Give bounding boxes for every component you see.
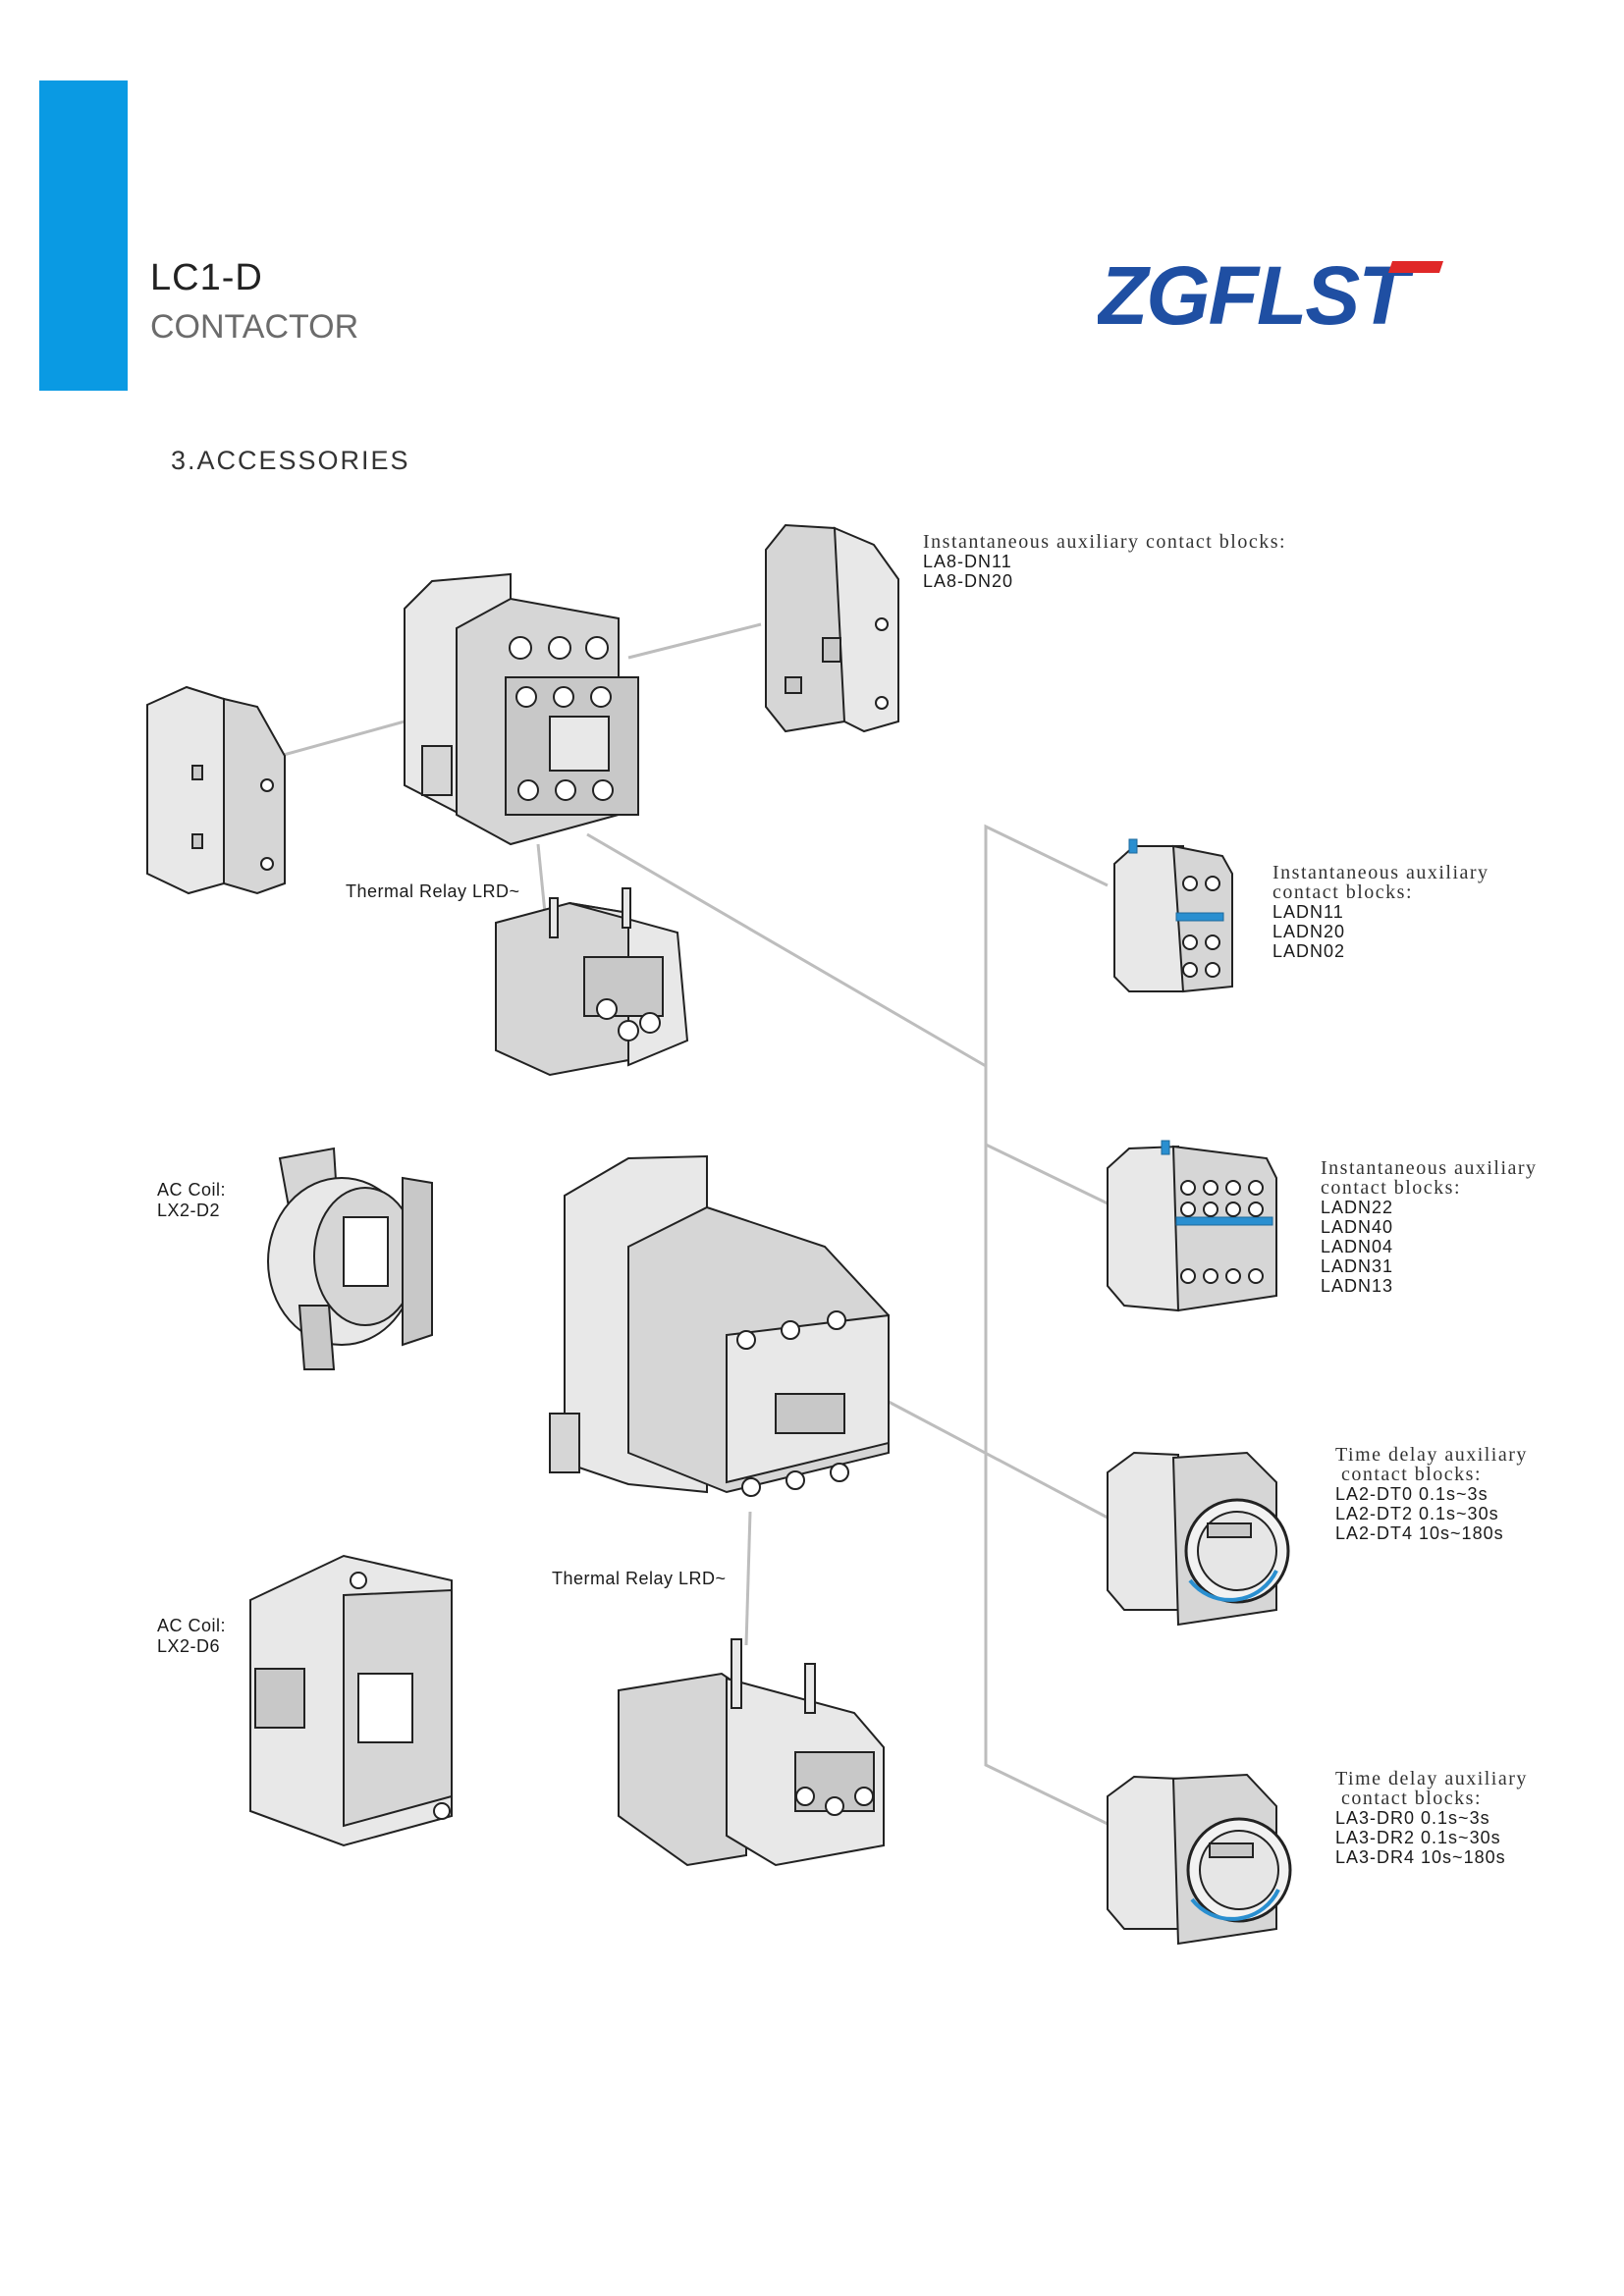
- la3-code: LA3-DR2 0.1s~30s: [1335, 1828, 1501, 1847]
- ladn-small-code: LADN20: [1272, 922, 1346, 941]
- ladn-small-heading: Instantaneous auxiliary: [1272, 862, 1489, 883]
- ac-coil-d6-heading: AC Coil:: [157, 1616, 227, 1635]
- section-title: 3.ACCESSORIES: [171, 446, 410, 475]
- ladn-small-label: Instantaneous auxiliary contact blocks: …: [1272, 863, 1489, 961]
- page-title: LC1-D: [150, 257, 263, 298]
- brand-logo-text: ZGFLST: [1098, 255, 1415, 336]
- ladn-large-code: LADN22: [1321, 1198, 1394, 1217]
- thermal-relay-label-2: Thermal Relay LRD~: [552, 1569, 727, 1588]
- ladn-large-code: LADN13: [1321, 1276, 1394, 1296]
- la8-label: Instantaneous auxiliary contact blocks: …: [923, 532, 1286, 591]
- la2-code: LA2-DT2 0.1s~30s: [1335, 1504, 1499, 1523]
- la3-heading: Time delay auxiliary: [1335, 1768, 1528, 1789]
- la3-time-delay-block: [1107, 1773, 1292, 1946]
- ac-coil-lx2-d2: [267, 1147, 433, 1370]
- la2-heading: Time delay auxiliary: [1335, 1444, 1528, 1466]
- small-contactor: [404, 572, 639, 846]
- brand-logo: ZGFLST: [1096, 249, 1443, 342]
- la8-code: LA8-DN20: [923, 571, 1014, 591]
- la8-side-block-left: [146, 685, 286, 895]
- connector-lines: [272, 622, 1109, 1826]
- ac-coil-lx2-d6: [249, 1554, 453, 1847]
- ac-coil-d2-heading: AC Coil:: [157, 1180, 227, 1200]
- la2-code: LA2-DT0 0.1s~3s: [1335, 1484, 1489, 1504]
- ladn-small-code: LADN11: [1272, 902, 1344, 922]
- ladn-large-heading: Instantaneous auxiliary: [1321, 1157, 1538, 1179]
- ladn-large-block: [1107, 1140, 1277, 1312]
- la3-code: LA3-DR0 0.1s~3s: [1335, 1808, 1490, 1828]
- ladn-large-code: LADN04: [1321, 1237, 1394, 1256]
- header-accent-bar: [39, 80, 128, 391]
- ladn-large-code: LADN40: [1321, 1217, 1394, 1237]
- la8-code: LA8-DN11: [923, 552, 1012, 571]
- thermal-relay-label-1: Thermal Relay LRD~: [346, 881, 520, 901]
- la2-label: Time delay auxiliary contact blocks: LA2…: [1335, 1445, 1528, 1543]
- ladn-large-heading: contact blocks:: [1321, 1177, 1462, 1199]
- la2-time-delay-block: [1107, 1451, 1290, 1627]
- la8-heading: Instantaneous auxiliary contact blocks:: [923, 531, 1287, 553]
- ladn-small-heading: contact blocks:: [1272, 881, 1414, 903]
- ac-coil-d6-label: AC Coil: LX2-D6: [157, 1616, 226, 1657]
- la3-code: LA3-DR4 10s~180s: [1335, 1847, 1506, 1867]
- thermal-relay-large: [618, 1638, 885, 1867]
- la2-heading: contact blocks:: [1341, 1464, 1483, 1485]
- ladn-large-label: Instantaneous auxiliary contact blocks: …: [1321, 1158, 1538, 1296]
- ladn-small-code: LADN02: [1272, 941, 1346, 961]
- ladn-large-code: LADN31: [1321, 1256, 1394, 1276]
- la2-code: LA2-DT4 10s~180s: [1335, 1523, 1504, 1543]
- large-contactor: [549, 1154, 890, 1497]
- ac-coil-d2-code: LX2-D2: [157, 1201, 221, 1220]
- ladn-small-block: [1113, 838, 1233, 993]
- la3-label: Time delay auxiliary contact blocks: LA3…: [1335, 1769, 1528, 1867]
- ac-coil-d6-code: LX2-D6: [157, 1636, 221, 1656]
- la3-heading: contact blocks:: [1341, 1788, 1483, 1809]
- page-subtitle: CONTACTOR: [150, 308, 359, 346]
- la8-side-block-right: [765, 523, 899, 733]
- ac-coil-d2-label: AC Coil: LX2-D2: [157, 1180, 226, 1221]
- thermal-relay-small: [495, 887, 689, 1077]
